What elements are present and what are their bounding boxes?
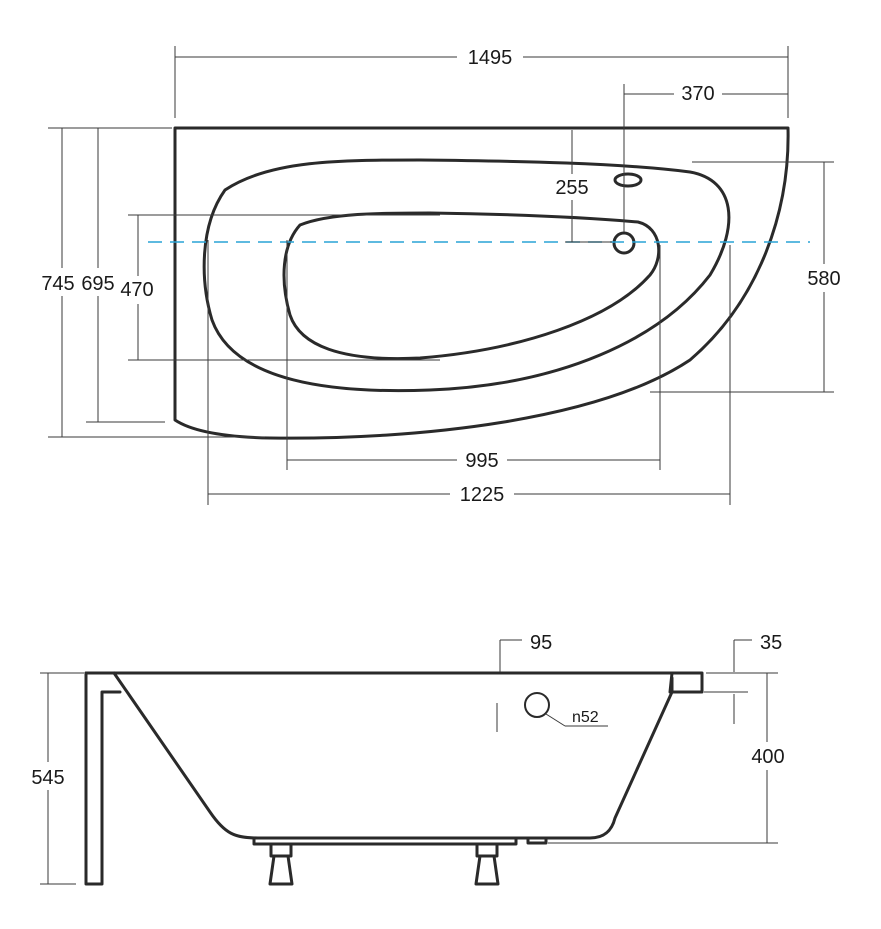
dim-label-35: 35 xyxy=(760,632,782,654)
label-bg xyxy=(457,446,507,474)
overflow-size-label: n52 xyxy=(572,709,599,726)
label-bg xyxy=(674,80,722,106)
overflow-oval-icon xyxy=(613,172,643,188)
side-view-shell xyxy=(112,671,674,840)
foot-left-icon xyxy=(268,842,294,886)
label-bg xyxy=(457,42,523,70)
label-bg xyxy=(746,742,790,770)
dim-label-1495: 1495 xyxy=(468,47,513,69)
label-bg xyxy=(450,480,514,508)
dim-label-255: 255 xyxy=(555,177,588,199)
leader-n52 xyxy=(545,713,566,727)
dim-label-995: 995 xyxy=(465,450,498,472)
dim-label-95: 95 xyxy=(530,632,552,654)
dim-label-695: 695 xyxy=(81,273,114,295)
label-bg xyxy=(550,174,596,200)
top-view: 1495 370 255 745 695 470 580 xyxy=(36,42,846,508)
label-bg xyxy=(26,762,72,790)
dim-label-370: 370 xyxy=(681,83,714,105)
side-view-base xyxy=(252,836,548,846)
side-view-rim xyxy=(84,671,704,694)
top-view-basin xyxy=(282,211,661,361)
side-view: n52 95 35 545 400 xyxy=(26,632,790,886)
label-bg xyxy=(116,276,160,304)
dim-label-580: 580 xyxy=(807,268,840,290)
overflow-hole-icon xyxy=(524,692,550,718)
label-bg xyxy=(36,268,80,296)
dim-label-470: 470 xyxy=(120,279,153,301)
drain-circle-icon xyxy=(612,231,636,255)
top-view-inner-rim xyxy=(202,158,731,393)
dim-label-400: 400 xyxy=(751,746,784,768)
dim-label-1225: 1225 xyxy=(460,484,505,506)
dim-label-745: 745 xyxy=(41,273,74,295)
side-view-left-panel xyxy=(84,671,122,886)
label-bg xyxy=(78,268,118,296)
top-view-outer-rim xyxy=(173,126,790,440)
label-bg xyxy=(802,264,846,292)
dim-label-545: 545 xyxy=(31,767,64,789)
foot-right-icon xyxy=(474,842,500,886)
